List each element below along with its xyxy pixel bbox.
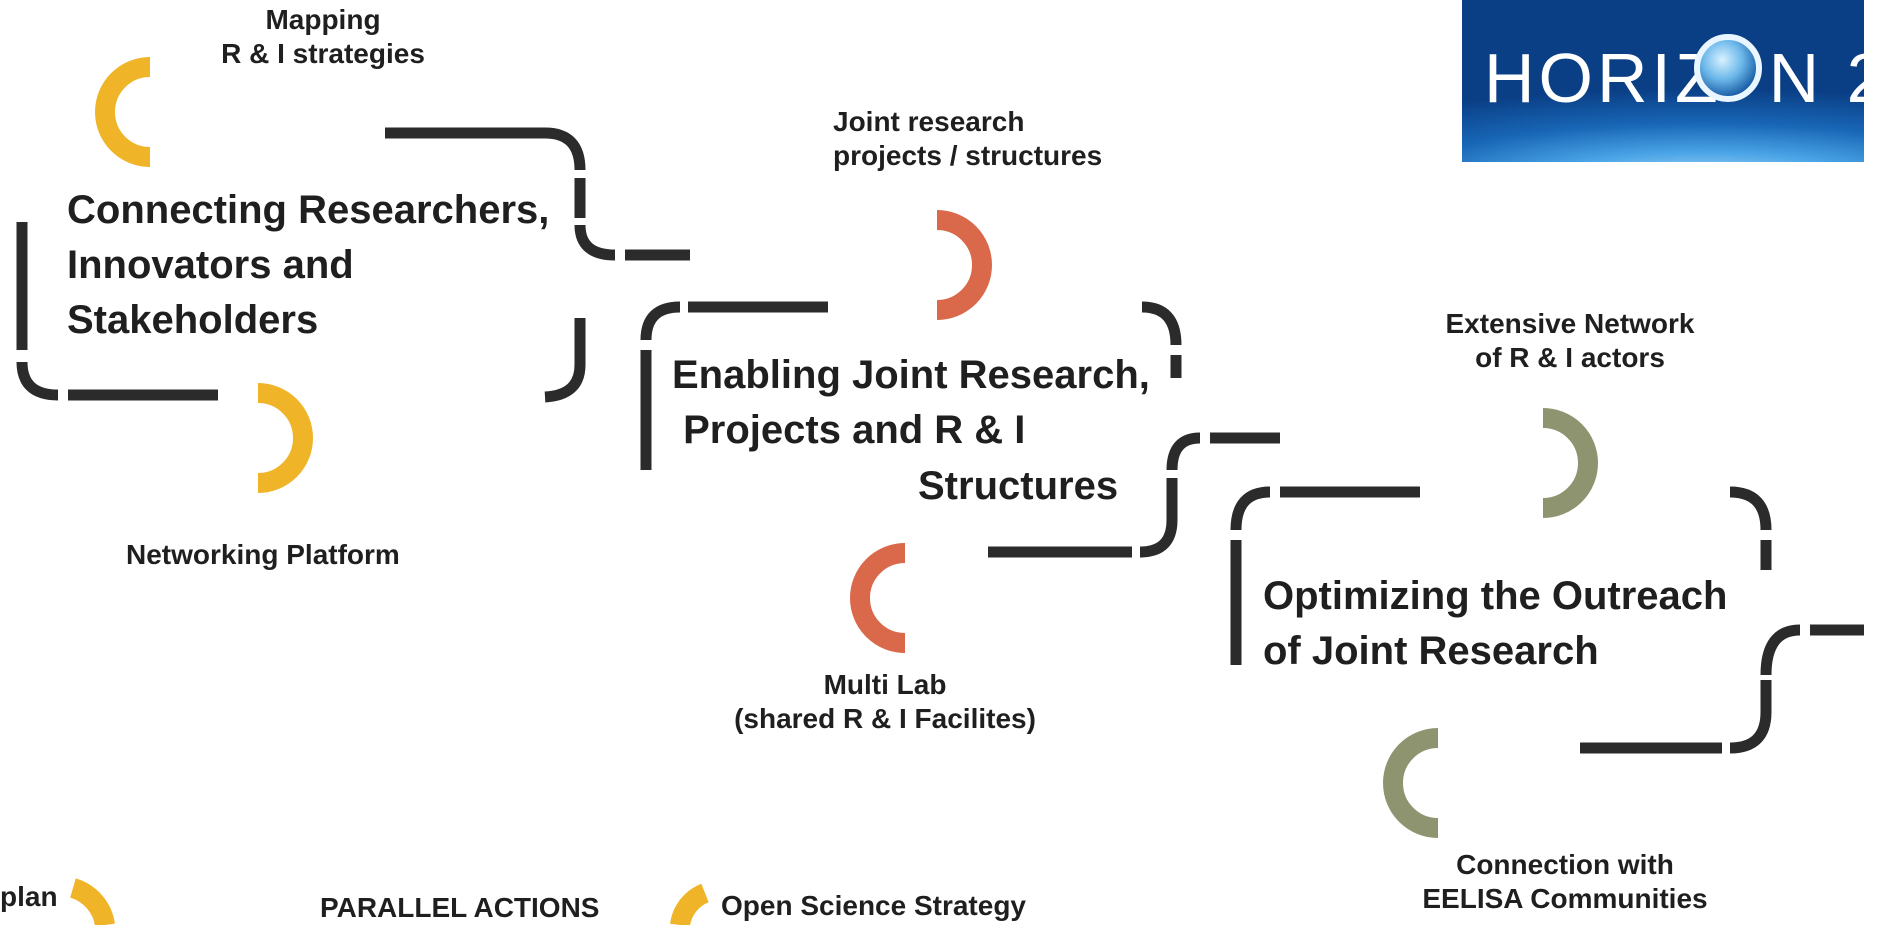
horizon-logo: HORIZ N 2	[1462, 0, 1886, 162]
connector-g1-right-bottom	[544, 318, 586, 403]
connector-g1-join	[574, 224, 616, 261]
title-enabling-last: Structures	[918, 464, 1119, 508]
label-open-science: Open Science Strategy	[721, 890, 1027, 921]
label-extensive: Extensive Network of R & I actors	[1445, 308, 1695, 373]
label-parallel-actions: PARALLEL ACTIONS	[320, 892, 600, 923]
connector-g2-join	[1166, 432, 1201, 471]
label-networking: Networking Platform	[126, 539, 400, 570]
connector-g3-top-left	[1230, 486, 1271, 531]
arc-extensive	[1542, 408, 1598, 518]
connector-g1-top	[385, 127, 586, 171]
connector-g3-top-right	[1729, 486, 1772, 531]
label-multilab: Multi Lab (shared R & I Facilites)	[734, 669, 1036, 734]
arc-mapping	[95, 57, 151, 167]
title-optimizing: Optimizing the Outreach of Joint Researc…	[1263, 574, 1728, 674]
title-connecting: Connecting Researchers, Innovators and S…	[67, 188, 550, 343]
arc-open-science	[670, 883, 710, 925]
arc-plan	[69, 878, 115, 925]
label-connection: Connection with EELISA Communities	[1422, 849, 1708, 914]
title-enabling: Enabling Joint Research, Projects and R …	[672, 353, 1150, 453]
label-plan: plan	[0, 881, 58, 912]
connector-g2-top-right	[1141, 301, 1182, 346]
connector-g3-right-lower	[1760, 624, 1801, 676]
connector-g2-link	[1139, 478, 1178, 558]
arc-multilab	[850, 543, 906, 653]
horizon-logo-text: HORIZ N 2	[1484, 39, 1890, 117]
arc-joint-research	[936, 210, 992, 320]
arc-connection	[1383, 728, 1439, 838]
connector-g3-join	[1729, 680, 1772, 754]
arc-networking	[257, 383, 313, 493]
globe-icon	[1694, 34, 1762, 102]
connector-g2-top-left	[640, 301, 681, 341]
label-mapping: Mapping R & I strategies	[221, 4, 425, 69]
label-joint-research: Joint research projects / structures	[833, 106, 1103, 171]
connector-g1-bottom-left	[16, 361, 59, 401]
